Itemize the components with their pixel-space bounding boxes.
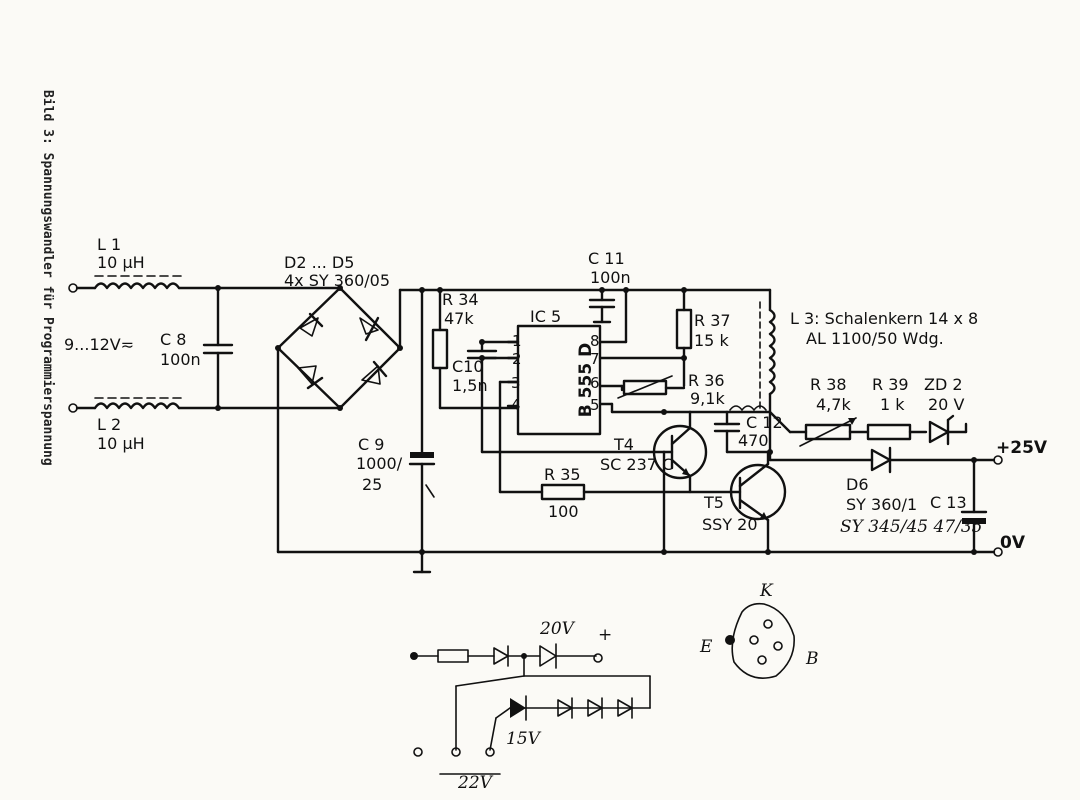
sketch-22v-label: 22V [457, 773, 494, 793]
inductor-l2 [93, 397, 186, 410]
c9-value-2: 25 [362, 475, 382, 494]
r36-value: 9,1k [690, 389, 725, 408]
sketch-15v-label: 15V [506, 729, 542, 749]
zd2-value: 20 V [928, 395, 964, 414]
inductor-l3 [759, 288, 776, 455]
capacitor-c9 [408, 288, 436, 574]
pin-7: 7 [590, 350, 600, 368]
ic5-type: B 555 D [576, 343, 596, 417]
pin-1: 1 [512, 332, 522, 350]
ic5-label: IC 5 [530, 307, 561, 326]
hand-sketch [410, 643, 651, 775]
figure-caption: Bild 3: Spannungswandler für Programmier… [40, 90, 55, 466]
capacitor-c8 [202, 285, 234, 411]
c13-label: C 13 [930, 493, 967, 512]
t5-label: T5 [703, 493, 724, 512]
r36-label: R 36 [688, 371, 725, 390]
capacitor-c11 [588, 288, 616, 324]
transistor-t4 [652, 410, 708, 494]
input-voltage-label: 9...12V≂ [64, 335, 134, 354]
output-terminal-25v [993, 455, 1003, 465]
r38-label: R 38 [810, 375, 847, 394]
t5-type: SSY 20 [702, 515, 758, 534]
pinout-b-label: B [805, 649, 819, 669]
resistor-r39 [866, 423, 928, 441]
output-terminal-0v [993, 547, 1003, 557]
r39-label: R 39 [872, 375, 909, 394]
capacitor-c12 [688, 405, 772, 454]
l3-value: AL 1100/50 Wdg. [806, 329, 944, 348]
vout-label: +25V [996, 438, 1048, 458]
d2-d5-value: 4x SY 360/05 [284, 271, 390, 290]
l2-value: 10 µH [97, 434, 145, 453]
c11-label: C 11 [588, 249, 625, 268]
pin-2: 2 [512, 350, 522, 368]
pin-8: 8 [590, 332, 600, 350]
v0-label: 0V [1000, 533, 1026, 553]
r37-value: 15 k [694, 331, 729, 350]
sketch-plus-label: + [598, 625, 612, 645]
diode-d6 [768, 446, 996, 474]
resistor-r35 [540, 483, 742, 501]
r34-label: R 34 [442, 290, 479, 309]
pin-4: 4 [511, 396, 521, 414]
c8-label: C 8 [160, 330, 186, 349]
r35-value: 100 [548, 502, 579, 521]
sketch-20v-label: 20V [539, 619, 576, 639]
pin-5: 5 [590, 396, 600, 414]
zd2-label: ZD 2 [924, 375, 963, 394]
r37-label: R 37 [694, 311, 731, 330]
pinout-k-label: K [759, 581, 774, 601]
t4-type: SC 237 C [600, 455, 673, 474]
pinout-e-label: E [699, 637, 713, 657]
inductor-l1 [93, 275, 186, 290]
c8-value: 100n [160, 350, 201, 369]
ic5-timer: B 555 D [506, 324, 686, 436]
bridge-rectifier [275, 285, 403, 411]
transistor-pinout-sketch [725, 602, 795, 679]
c12-label: C 12 [746, 413, 783, 432]
r35-label: R 35 [544, 465, 581, 484]
resistor-r38 [799, 417, 870, 447]
r39-value: 1 k [880, 395, 905, 414]
pin-3: 3 [511, 374, 521, 392]
transistor-t5 [729, 450, 787, 555]
d6-alternative: SY 345/45 47/35 [840, 517, 982, 537]
d6-value: SY 360/1 [846, 495, 917, 514]
l1-label: L 1 [97, 235, 121, 254]
resistor-r37 [675, 288, 693, 388]
c9-value-1: 1000/ [356, 454, 403, 473]
r38-value: 4,7k [816, 395, 851, 414]
zener-zd2 [928, 414, 968, 446]
c12-value: 470 [738, 431, 769, 450]
resistor-r36 [617, 375, 686, 399]
pin-6: 6 [590, 374, 600, 392]
l2-label: L 2 [97, 415, 121, 434]
c10-label: C10 [452, 357, 484, 376]
capacitor-c13 [960, 458, 988, 555]
resistor-r34 [431, 288, 520, 410]
c10-value: 1,5n [452, 376, 488, 395]
r34-value: 47k [444, 309, 474, 328]
l3-label: L 3: Schalenkern 14 x 8 [790, 309, 978, 328]
c9-label: C 9 [358, 435, 384, 454]
c11-value: 100n [590, 268, 631, 287]
d6-label: D6 [846, 475, 869, 494]
d2-d5-label: D2 ... D5 [284, 253, 354, 272]
t4-label: T4 [613, 435, 634, 454]
l1-value: 10 µH [97, 253, 145, 272]
